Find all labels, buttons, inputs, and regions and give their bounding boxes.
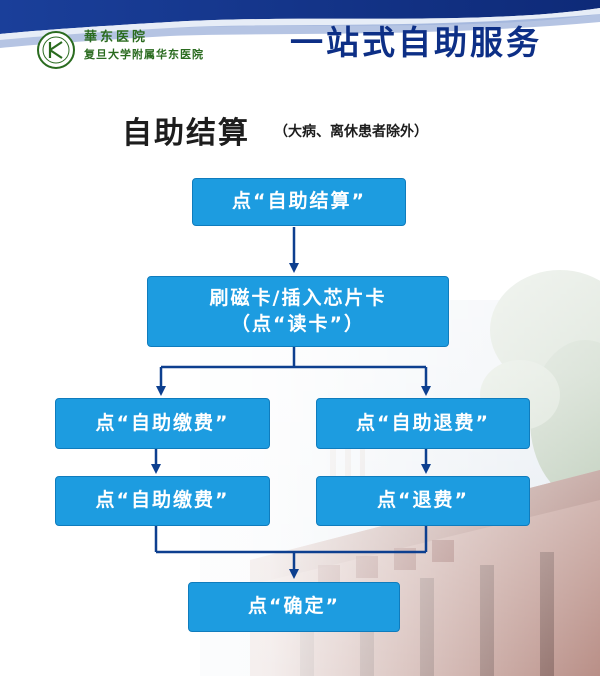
right-step-1-box: 点“自助退费”	[316, 398, 530, 449]
right-step-2-label: 点“退费”	[377, 489, 469, 512]
step-self-settlement-label: 点“自助结算”	[232, 190, 366, 213]
header-wave-decoration	[0, 0, 600, 74]
left-step-1-label: 点“自助缴费”	[95, 411, 230, 434]
left-step-2-label: 点“自助缴费”	[95, 489, 230, 512]
step-confirm-box: 点“确定”	[188, 582, 400, 632]
step-read-card-line1: 刷磁卡/插入芯片卡	[209, 286, 387, 309]
step-self-settlement-box: 点“自助结算”	[192, 178, 406, 226]
hospital-name: 華东医院	[84, 30, 149, 45]
section-title: 自助结算	[122, 116, 250, 151]
step-read-card-line2: （点“读卡”）	[231, 312, 365, 335]
left-step-2-box: 点“自助缴费”	[55, 476, 270, 526]
hospital-subtitle: 复旦大学附属华东医院	[84, 48, 204, 61]
hospital-logo	[37, 31, 75, 69]
section-note: （大病、离休患者除外）	[274, 124, 428, 140]
right-step-1-label: 点“自助退费”	[356, 411, 490, 434]
step-read-card-box: 刷磁卡/插入芯片卡 （点“读卡”）	[147, 276, 449, 347]
left-step-1-box: 点“自助缴费”	[55, 398, 270, 449]
header-banner	[0, 0, 600, 74]
right-step-2-box: 点“退费”	[316, 476, 530, 526]
step-confirm-label: 点“确定”	[248, 595, 340, 618]
banner-title: 一站式自助服务	[290, 23, 542, 62]
